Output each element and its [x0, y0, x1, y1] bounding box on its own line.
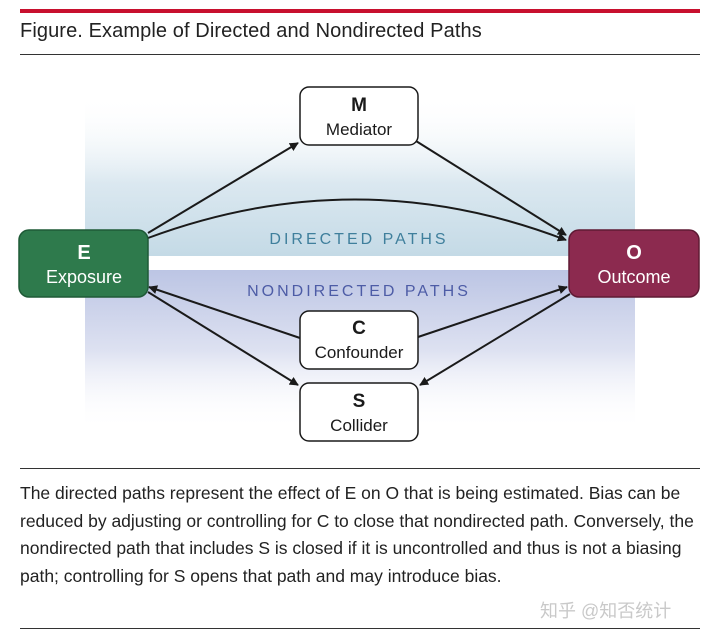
figure-title: Figure. Example of Directed and Nondirec… — [20, 20, 482, 42]
confounder-label: Confounder — [315, 343, 404, 362]
top-accent-rule — [20, 9, 700, 13]
arrow-mediator-to-outcome — [415, 140, 567, 236]
title-divider — [20, 54, 700, 55]
exposure-label: Exposure — [46, 267, 122, 287]
caption-divider — [20, 468, 700, 469]
mediator-node: M Mediator — [299, 86, 419, 146]
confounder-letter: C — [352, 318, 366, 339]
bottom-divider — [20, 628, 700, 629]
outcome-node: O Outcome — [568, 229, 700, 298]
watermark: 知乎 @知否统计 — [540, 601, 672, 621]
outcome-label: Outcome — [597, 267, 670, 287]
outcome-letter: O — [626, 242, 642, 264]
dag-diagram: DIRECTED PATHS NONDIRECTED PATHS E Expos… — [18, 86, 700, 442]
arrow-confounder-to-outcome — [417, 285, 568, 338]
exposure-node: E Exposure — [18, 229, 149, 298]
arrow-exposure-to-outcome — [147, 198, 567, 242]
directed-paths-label: DIRECTED PATHS — [269, 231, 448, 248]
confounder-node: C Confounder — [299, 310, 419, 370]
arrow-confounder-to-exposure — [148, 285, 301, 339]
collider-label: Collider — [330, 416, 388, 435]
arrow-outcome-to-collider — [419, 293, 571, 386]
arrow-exposure-to-collider — [147, 291, 299, 386]
collider-letter: S — [353, 391, 366, 412]
mediator-label: Mediator — [326, 120, 392, 139]
arrow-exposure-to-mediator — [147, 142, 299, 234]
collider-node: S Collider — [299, 382, 419, 442]
figure-caption: The directed paths represent the effect … — [20, 483, 694, 586]
nondirected-paths-label: NONDIRECTED PATHS — [247, 283, 471, 300]
exposure-letter: E — [77, 242, 90, 264]
mediator-letter: M — [351, 95, 367, 116]
